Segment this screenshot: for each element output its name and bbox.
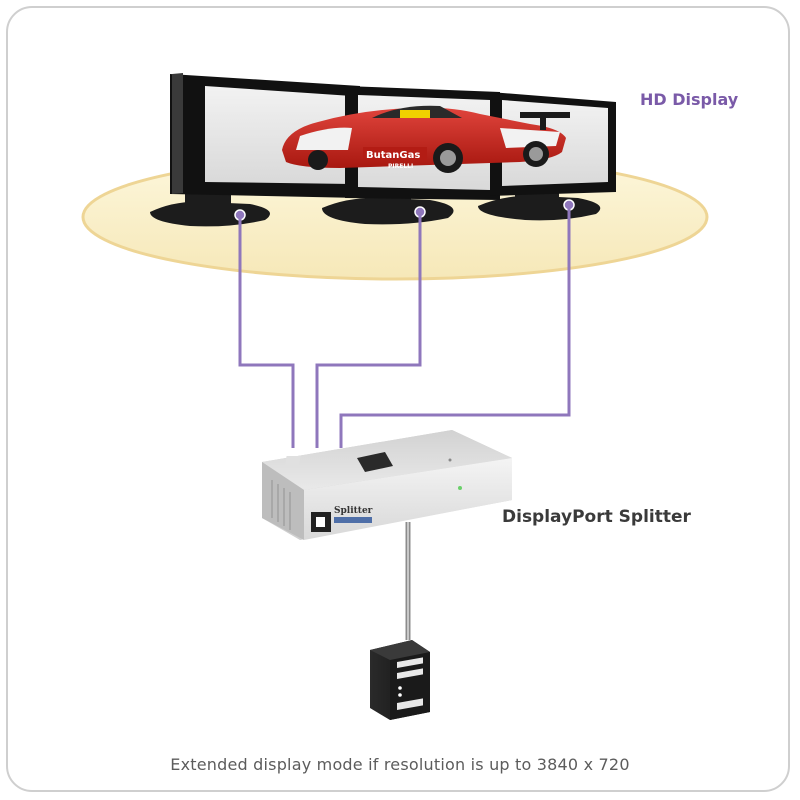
caption-text: Extended display mode if resolution is u… — [170, 755, 630, 774]
splitter-brand-text: Splitter — [334, 506, 373, 516]
race-car-image: ButanGas PIRELLI — [282, 105, 570, 173]
monitor-connectors — [234, 199, 575, 221]
car-tire-brand-text: PIRELLI — [388, 163, 413, 170]
displayport-splitter-label: DisplayPort Splitter — [502, 507, 691, 527]
displayport-logo-icon — [284, 452, 393, 472]
computer-tower-icon — [370, 640, 430, 720]
displayport-cables — [238, 205, 571, 448]
front-displayport-logo-icon — [311, 512, 331, 532]
car-sponsor-text: ButanGas — [366, 150, 420, 161]
hd-display-label: HD Display — [640, 90, 739, 109]
displayport-splitter-device: Splitter — [262, 430, 512, 540]
